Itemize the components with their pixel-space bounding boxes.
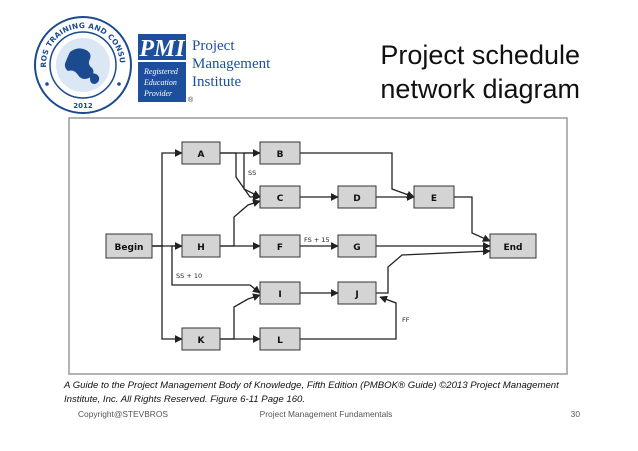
node-begin-label: Begin xyxy=(115,243,144,253)
footer-course-title: Project Management Fundamentals xyxy=(259,409,393,419)
label-ss10: SS + 10 xyxy=(176,272,202,280)
label-ff: FF xyxy=(402,316,410,324)
page-title-line2: network diagram xyxy=(380,74,580,104)
node-g xyxy=(337,234,377,258)
rep-line3: Provider xyxy=(143,89,173,98)
node-i-label: I xyxy=(278,290,281,300)
node-e xyxy=(413,185,455,209)
node-f-label: F xyxy=(277,243,283,253)
link-l-j-ff xyxy=(300,295,397,340)
node-a xyxy=(181,141,221,165)
stevbros-seal-year: 2012 xyxy=(73,102,93,110)
node-k-label: K xyxy=(198,336,206,346)
link-b-c-ss xyxy=(243,152,261,198)
node-c-label: C xyxy=(277,194,284,204)
node-l xyxy=(259,327,301,351)
link-e-end xyxy=(454,196,491,242)
label-ss: SS xyxy=(248,169,256,177)
node-h xyxy=(181,234,221,258)
pmi-name-line3: Institute xyxy=(192,74,242,90)
svg-text:PMI: PMI xyxy=(138,36,186,62)
figure-caption: A Guide to the Project Management Body o… xyxy=(64,379,584,407)
node-d-label: D xyxy=(353,194,360,204)
node-f xyxy=(259,234,301,258)
pmi-name-line1: Project xyxy=(192,38,235,54)
link-h-i-ss10 xyxy=(171,245,261,294)
page-title: Project schedule network diagram xyxy=(330,38,580,106)
rep-line2: Education xyxy=(143,78,177,87)
label-fs15: FS + 15 xyxy=(304,236,330,244)
footer-copyright: Copyright@STEVBROS xyxy=(78,409,168,419)
node-j-label: J xyxy=(354,290,358,300)
node-i xyxy=(259,281,301,305)
page-title-line1: Project schedule xyxy=(380,40,580,70)
node-l-label: L xyxy=(277,336,283,346)
node-begin xyxy=(105,233,153,259)
pmi-rep-logo: PMI Registered Education Provider Projec… xyxy=(138,34,271,104)
registered-mark: ® xyxy=(188,96,194,104)
pmi-name-line2: Management xyxy=(192,56,271,72)
caption-line2: Institute, Inc. All Rights Reserved. Fig… xyxy=(64,394,306,405)
node-a-label: A xyxy=(198,150,205,160)
link-j-end xyxy=(376,247,491,294)
link-b-e xyxy=(300,152,415,199)
footer-page-number: 30 xyxy=(570,409,580,419)
node-h-label: H xyxy=(197,243,205,253)
pmi-logo-mark-icon: PMI xyxy=(138,34,186,62)
link-begin-k xyxy=(152,245,183,343)
node-end xyxy=(489,233,537,259)
node-b xyxy=(259,141,301,165)
stevbros-seal-logo: STEVBROS TRAINING AND CONSULTANCY 2012 xyxy=(32,14,132,114)
caption-line1: A Guide to the Project Management Body o… xyxy=(64,380,559,391)
node-c xyxy=(259,185,301,209)
globe-icon xyxy=(56,38,110,92)
node-g-label: G xyxy=(353,243,360,253)
rep-line1: Registered xyxy=(143,67,179,76)
node-e-label: E xyxy=(431,194,437,204)
node-k xyxy=(181,327,221,351)
node-b-label: B xyxy=(277,150,284,160)
node-j xyxy=(337,281,377,305)
network-diagram: Begin A B C D E H F G I J K L End SS FS … xyxy=(68,117,568,375)
node-end-label: End xyxy=(504,243,523,253)
node-d xyxy=(337,185,377,209)
